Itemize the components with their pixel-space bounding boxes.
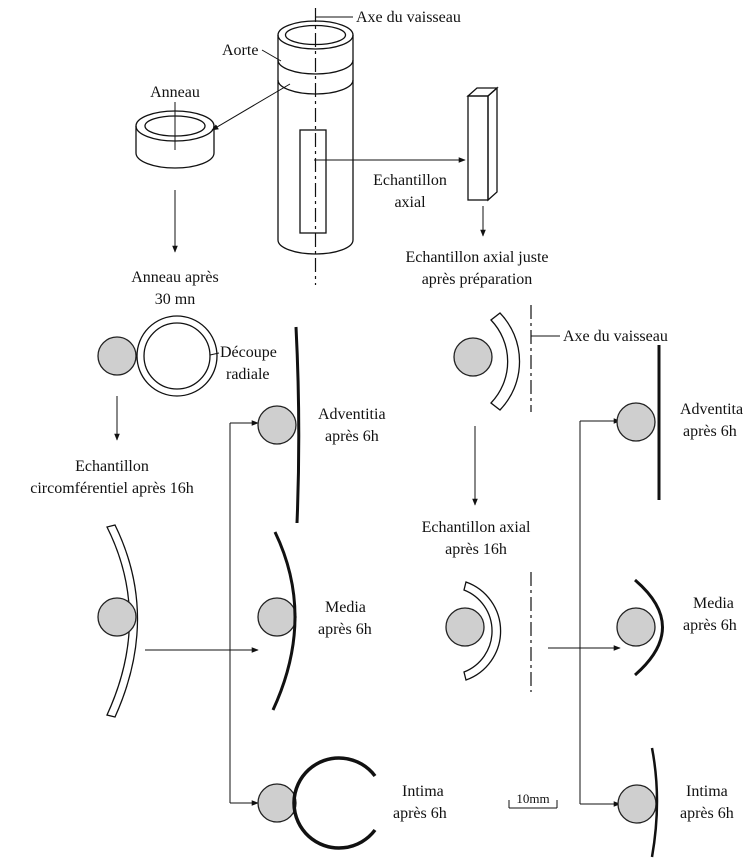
label-media-right-line2: après 6h bbox=[683, 617, 737, 634]
top-connectors bbox=[172, 16, 486, 253]
label-adventita-right-line1: Adventita bbox=[680, 401, 743, 418]
label-anneau-apres-line2: 30 mn bbox=[155, 291, 195, 308]
ring-sample bbox=[135, 102, 215, 169]
label-intima-right-line1: Intima bbox=[686, 783, 728, 800]
right-adventitia-specimen bbox=[616, 345, 661, 500]
right-branch-connectors bbox=[548, 418, 621, 807]
axial-sample-16h bbox=[445, 572, 532, 692]
circumferential-sample-16h bbox=[97, 524, 139, 718]
label-scale-bar: 10mm bbox=[516, 791, 549, 806]
label-ech-axial-juste-line1: Echantillon axial juste bbox=[405, 249, 548, 266]
label-ech-axial-juste-line2: après préparation bbox=[422, 271, 533, 288]
label-ech-circ-line2: circomférentiel après 16h bbox=[30, 480, 193, 497]
label-ech-axial-16h-line1: Echantillon axial bbox=[422, 519, 531, 536]
label-anneau: Anneau bbox=[150, 84, 200, 101]
label-axe-vaisseau-mid: Axe du vaisseau bbox=[563, 328, 668, 345]
label-intima-left-line2: après 6h bbox=[393, 805, 447, 822]
label-adventita-right-line2: après 6h bbox=[683, 423, 737, 440]
scale-bar bbox=[508, 800, 558, 809]
right-media-specimen bbox=[616, 578, 664, 677]
label-echantillon-axial-line2: axial bbox=[394, 194, 426, 211]
label-adventitia-left-line2: après 6h bbox=[325, 428, 379, 445]
left-media-specimen bbox=[257, 531, 297, 711]
aorta-cylinder bbox=[277, 8, 354, 285]
label-decoupe-line2: radiale bbox=[226, 366, 270, 383]
left-branch-connectors bbox=[145, 420, 259, 806]
label-anneau-apres-line1: Anneau après bbox=[131, 269, 219, 286]
label-media-left-line2: après 6h bbox=[318, 621, 372, 638]
label-intima-right-line2: après 6h bbox=[680, 805, 734, 822]
axial-strip-sample bbox=[466, 86, 499, 202]
left-adventitia-specimen bbox=[257, 326, 301, 524]
ring-after-30min bbox=[97, 315, 220, 441]
label-axe-vaisseau-top: Axe du vaisseau bbox=[356, 9, 461, 26]
right-intima-specimen bbox=[617, 747, 659, 858]
label-aorte: Aorte bbox=[222, 42, 258, 59]
label-decoupe-line1: Découpe bbox=[220, 344, 277, 361]
label-intima-left-line1: Intima bbox=[402, 783, 444, 800]
axial-after-preparation bbox=[453, 305, 560, 506]
label-ech-circ-line1: Echantillon bbox=[75, 458, 149, 475]
left-intima-specimen bbox=[257, 756, 377, 850]
label-media-right-line1: Media bbox=[693, 595, 734, 612]
label-media-left-line1: Media bbox=[325, 599, 366, 616]
label-adventitia-left-line1: Adventitia bbox=[318, 406, 386, 423]
label-ech-axial-16h-line2: après 16h bbox=[445, 541, 507, 558]
label-echantillon-axial-line1: Echantillon bbox=[373, 172, 447, 189]
